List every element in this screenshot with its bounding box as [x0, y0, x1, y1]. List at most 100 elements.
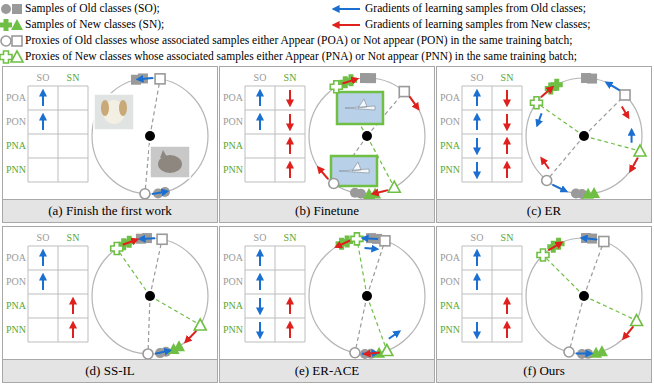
new-gradient-arrow [72, 299, 74, 314]
old-gradient-arrow [334, 8, 360, 10]
old-sample-circle [1, 4, 11, 14]
proxy-direction [148, 296, 150, 354]
old-gradient-arrow [259, 322, 261, 337]
legend-text: Proxies of New classes whose associated … [25, 50, 577, 63]
new-gradient-arrow [336, 241, 350, 247]
caption-bar: (c) ER [437, 199, 651, 222]
new-gradient-arrow [506, 90, 508, 105]
sphere-center [579, 291, 589, 301]
column-header: SN [501, 232, 514, 244]
table-grid [88, 86, 89, 182]
sphere-center [362, 131, 372, 141]
column-header: SN [67, 72, 80, 84]
cat-photo [150, 146, 190, 178]
old-gradient-arrow [42, 251, 44, 266]
old-gradient-arrow [582, 238, 597, 239]
old-gradient-arrow [476, 275, 478, 290]
proxy-direction [150, 79, 160, 136]
row-header: POA [6, 252, 26, 264]
old-sample-square [12, 4, 22, 14]
new-gradient-arrow [342, 79, 356, 84]
table-grid [305, 246, 306, 342]
row-header: POA [223, 92, 243, 104]
unit-sphere [92, 238, 208, 354]
legend-text: Samples of Old classes (SO); [25, 2, 160, 15]
old-gradient-arrow [42, 91, 44, 106]
proxy-direction [547, 136, 584, 180]
caption-bar: (f) Ours [437, 359, 651, 382]
old-gradient-arrow [259, 251, 261, 266]
dog-photo [101, 100, 109, 116]
panel-caption: (b) Finetune [295, 203, 359, 218]
column-header: SN [501, 72, 514, 84]
old-gradient-arrow [476, 138, 478, 153]
old-gradient-arrow [476, 251, 478, 266]
new-proxy-triangle [631, 315, 643, 326]
column-header: SO [471, 232, 484, 244]
old-proxy-square [155, 74, 165, 84]
caption-bar: (e) ER-ACE [220, 359, 434, 382]
old-proxy-square [157, 234, 167, 244]
new-gradient-arrow [548, 243, 561, 251]
sphere-center [362, 291, 372, 301]
new-sample-triangle [582, 188, 594, 199]
panel-box: (d) SS-IL [2, 226, 218, 383]
old-proxy-square [599, 236, 609, 246]
old-gradient-arrow [259, 115, 261, 130]
panel-box: (c) ER [436, 66, 652, 223]
row-header: PNA [223, 300, 243, 312]
panel-caption: (f) Ours [523, 363, 565, 378]
old-gradient-arrow [155, 351, 170, 354]
table-grid [58, 86, 59, 182]
old-sample-circle [571, 188, 581, 198]
airplane-photo [339, 162, 369, 173]
table-grid [522, 246, 523, 342]
new-gradient-arrow [72, 323, 74, 338]
new-sample-plus [0, 19, 12, 31]
old-sample-square [366, 73, 376, 83]
proxy-direction [536, 103, 584, 136]
table-grid [522, 86, 523, 182]
old-gradient-arrow [476, 91, 478, 106]
proxy-direction [584, 296, 637, 321]
unit-sphere [309, 78, 425, 194]
panel-caption: (e) ER-ACE [295, 363, 360, 378]
old-proxy-circle [329, 179, 339, 189]
old-gradient-arrow [152, 191, 167, 193]
proxy-direction [355, 296, 367, 353]
new-gradient-arrow [289, 323, 291, 338]
new-gradient-arrow [542, 159, 549, 169]
panel-box: (b) Finetune [219, 66, 435, 223]
new-proxy-triangle [634, 145, 646, 156]
table-grid [462, 86, 463, 182]
new-sample-plus [551, 79, 563, 91]
new-gradient-arrow [334, 24, 360, 26]
column-header: SO [254, 232, 267, 244]
old-proxy-circle [350, 348, 360, 358]
row-header: PNN [440, 164, 460, 176]
old-gradient-arrow [42, 275, 44, 290]
table-grid [245, 86, 246, 182]
caption-bar: (b) Finetune [220, 199, 434, 222]
new-gradient-arrow [506, 299, 508, 314]
column-header: SN [67, 232, 80, 244]
column-header: SO [471, 72, 484, 84]
new-gradient-arrow [365, 353, 380, 354]
old-gradient-arrow [476, 115, 478, 130]
proxy-direction [117, 248, 150, 296]
panel-box: (f) Ours [436, 226, 652, 383]
old-proxy-circle [140, 189, 150, 199]
row-header: PON [223, 276, 243, 288]
proxy-direction [584, 241, 604, 296]
table-grid [28, 86, 29, 182]
row-header: POA [6, 92, 26, 104]
old-sample-circle [350, 188, 360, 198]
new-proxy-triangle [381, 345, 393, 356]
table-grid [275, 86, 276, 182]
column-header: SO [37, 72, 50, 84]
row-header: POA [223, 252, 243, 264]
proxy-direction [367, 296, 387, 351]
column-header: SO [254, 72, 267, 84]
new-gradient-arrow [630, 158, 637, 171]
column-header: SO [37, 232, 50, 244]
